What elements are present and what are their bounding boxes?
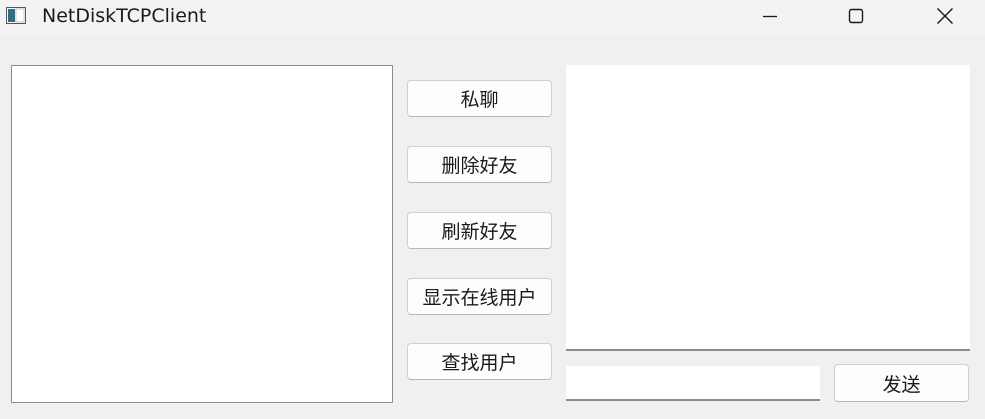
minimize-icon [763,15,777,18]
search-user-button[interactable]: 查找用户 [407,343,552,380]
window-title: NetDiskTCPClient [42,5,207,27]
maximize-icon [848,8,864,24]
close-icon [937,8,953,24]
chat-message-display[interactable] [566,65,970,351]
title-bar[interactable]: NetDiskTCPClient [0,0,985,36]
close-button[interactable] [922,0,968,32]
delete-friend-button[interactable]: 删除好友 [407,146,552,183]
show-online-users-button[interactable]: 显示在线用户 [407,278,552,315]
minimize-button[interactable] [747,0,793,32]
refresh-friends-button[interactable]: 刷新好友 [407,212,552,249]
friend-list[interactable] [11,65,393,403]
maximize-button[interactable] [833,0,879,32]
private-chat-button[interactable]: 私聊 [407,80,552,117]
window-app-icon [6,7,26,24]
message-input[interactable] [566,366,820,401]
send-button[interactable]: 发送 [834,364,969,402]
